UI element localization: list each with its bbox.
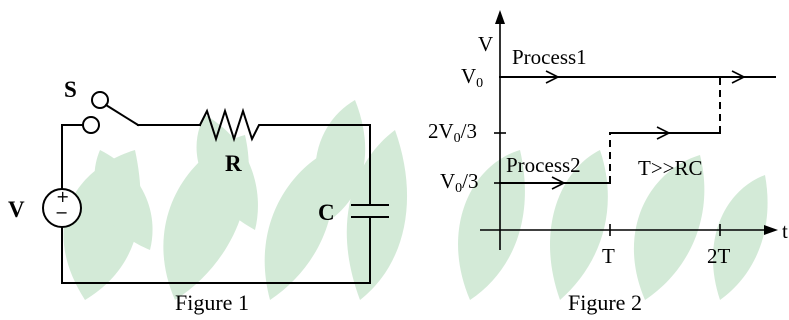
y-axis-label: V [478,32,494,56]
process2-arrow-2 [656,126,671,140]
figure2-caption: Figure 2 [568,290,642,315]
x-axis-label: t [782,219,788,243]
process1-arrow-2 [731,70,746,84]
switch-upper-terminal [91,91,109,109]
resistor-zigzag [198,107,266,143]
voltage-graph [480,10,778,250]
y-tick-label-2v0-3: 2V0/3 [428,119,478,146]
y-tick-label-v0-3: V0/3 [440,169,479,196]
circuit [42,91,389,284]
source-plus-sign: + [56,187,70,206]
source-label: V [8,197,25,222]
x-tick-label-T: T [602,244,615,268]
condition-label: T>>RC [638,156,703,180]
process1-label: Process1 [512,45,587,69]
resistor-label: R [225,151,242,176]
watermark-leaves [63,100,768,300]
x-axis-arrowhead [764,225,778,235]
voltage-source-symbol [42,188,82,228]
figure1-caption: Figure 1 [175,290,249,315]
process2-label: Process2 [506,153,581,177]
capacitor-label: C [318,200,335,225]
process2-arrow-1 [551,176,566,190]
x-tick-label-2T: 2T [707,244,731,268]
y-axis-arrowhead [495,10,505,24]
switch-label: S [64,77,77,102]
switch-blade [104,103,140,127]
switch-lower-terminal [82,116,100,134]
process1-arrow-1 [545,70,560,84]
y-tick-label-v0: V0 [461,64,484,91]
source-minus-sign: − [55,203,69,222]
